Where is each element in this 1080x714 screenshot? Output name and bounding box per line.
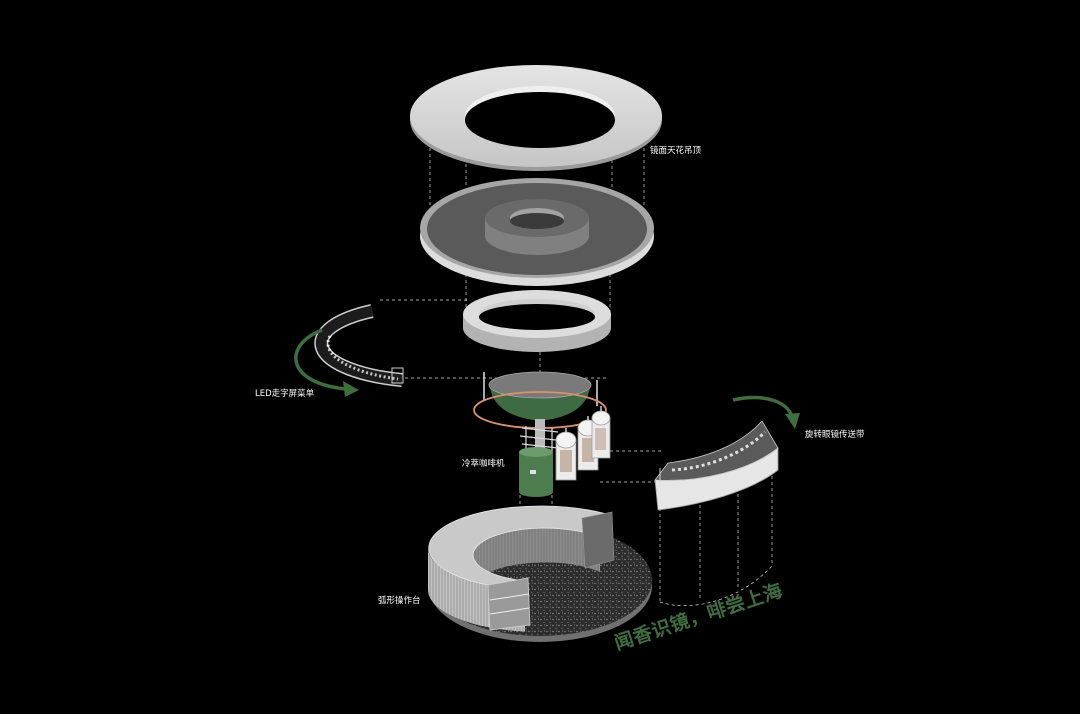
glass-bottle [555,428,577,481]
ceiling-disk [420,178,654,286]
cold-brew-coffee-machine [473,371,611,497]
arc-counter-base [428,505,652,642]
conveyor-top-surface [654,420,779,481]
led-menu-label: LED走字屏菜单 [255,388,315,399]
coffee-machine-label: 冷萃咖啡机 [462,458,505,469]
conveyor-label: 旋转眼镜传送带 [805,429,865,440]
led-text-dots [326,335,399,381]
green-cylinder [519,447,553,497]
front-drawer-cabinet [487,577,531,631]
coil-tubes [519,426,559,452]
glass-bottle [591,406,611,459]
rotating-glasses-conveyor [654,420,779,511]
led-rotation-arrow [294,328,359,397]
ceiling-label: 镜面天花吊顶 [650,145,702,156]
top-plate [488,371,592,399]
conveyor-glasses [671,430,767,472]
light-ring [463,290,611,352]
raised-inner-ring [485,199,589,255]
led-menu-band [314,304,404,387]
counter-label: 弧形操作台 [378,595,421,606]
mirror-ceiling-ring [410,65,662,171]
conveyor-rotation-arrow [732,395,800,429]
back-cabinet [581,511,615,569]
counter-inner-wall [472,528,600,590]
